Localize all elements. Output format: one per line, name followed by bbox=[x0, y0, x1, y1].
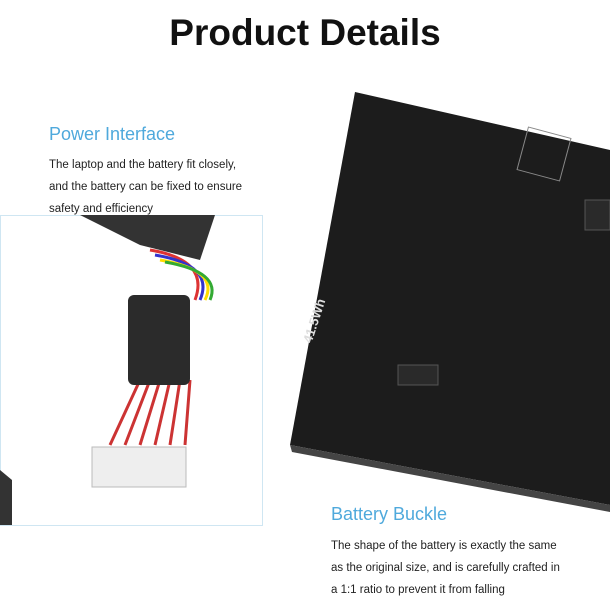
battery-buckle-text: The shape of the battery is exactly the … bbox=[331, 535, 560, 601]
battery-edge bbox=[290, 445, 610, 512]
heat-shrink bbox=[128, 295, 190, 385]
wires bbox=[108, 248, 214, 446]
text-line: and the battery can be fixed to ensure bbox=[49, 181, 243, 193]
text-line: The shape of the battery is exactly the … bbox=[331, 540, 557, 552]
battery-body bbox=[290, 92, 610, 505]
page-title: Product Details bbox=[169, 12, 441, 53]
power-interface-heading: Power Interface bbox=[49, 124, 176, 144]
text-line: The laptop and the battery fit closely, bbox=[49, 159, 237, 171]
cable-sheath bbox=[80, 215, 215, 260]
power-interface-text: The laptop and the battery fit closely, … bbox=[49, 154, 242, 220]
recycle-badge bbox=[516, 126, 572, 182]
battery-buckle-heading: Battery Buckle bbox=[331, 504, 448, 524]
text-line: safety and efficiency bbox=[49, 203, 153, 215]
text-line: a 1:1 ratio to prevent it from falling bbox=[331, 584, 505, 596]
buckle-right bbox=[397, 199, 610, 386]
cable-left bbox=[0, 470, 12, 525]
text-line: as the original size, and is carefully c… bbox=[331, 562, 560, 574]
connector-plug bbox=[91, 446, 187, 488]
